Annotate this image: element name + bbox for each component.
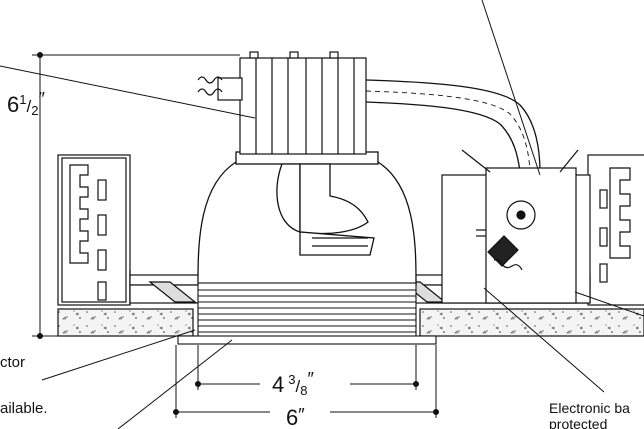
left-mounting-bracket bbox=[57, 154, 131, 306]
ballast-callout-line1: Electronic ba bbox=[549, 400, 630, 416]
reflector-callout: ctor bbox=[0, 354, 25, 371]
right-mounting-bracket bbox=[587, 154, 644, 306]
junction-box bbox=[441, 149, 591, 304]
height-dimension-label: 61/2″ bbox=[7, 89, 45, 118]
aperture-dimension bbox=[195, 345, 419, 390]
availability-callout: ailable. bbox=[0, 400, 48, 417]
ceiling-slab bbox=[57, 308, 644, 337]
ballast-callout-line2: protected bbox=[549, 416, 607, 429]
height-dimension bbox=[32, 52, 240, 339]
conduit bbox=[365, 79, 541, 173]
ballast-box bbox=[197, 51, 367, 155]
outer-width-dimension bbox=[173, 345, 439, 418]
outer-width-dimension-label: 6″ bbox=[286, 405, 305, 429]
reflector-housing bbox=[197, 151, 417, 286]
trim-ring bbox=[177, 282, 437, 345]
